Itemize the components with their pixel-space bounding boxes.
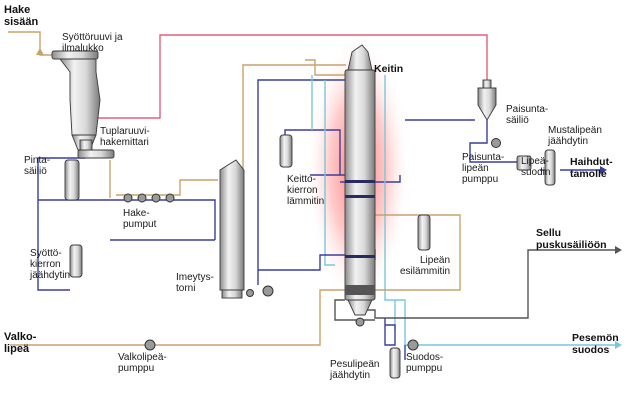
label-lipeasuodin: Lipeä- suodin — [521, 156, 552, 178]
pipe-dark-sellu — [360, 249, 615, 319]
pipe-chip-input — [8, 31, 52, 56]
digester-bottom-pump — [355, 317, 365, 327]
flash-liquor-pump — [491, 138, 501, 148]
label-paisuntalipean: Paisunta- lipeän pumppu — [462, 152, 507, 185]
label-keittokierron: Keitto- kierron lämmitin — [287, 174, 324, 207]
pipe-blue-left2 — [38, 199, 216, 240]
pipe-blue-wash — [384, 318, 396, 346]
label-syottoruuvi: Syöttöruuvi ja ilmalukko — [62, 32, 125, 54]
arrow-sellu — [615, 246, 622, 254]
label-pesemon: Pesemön suodos — [572, 332, 622, 356]
impregnation-tower — [219, 159, 245, 299]
label-imeytystorni: Imeytys- torni — [176, 272, 217, 294]
impregnation-pump — [262, 285, 274, 297]
black-liquor-cooler — [544, 149, 556, 186]
pipe-cyan-1 — [324, 80, 335, 266]
label-tuplaruuvi: Tuplaruuvi- hakemittari — [100, 126, 152, 148]
wash-liquor-cooler — [389, 347, 401, 379]
label-valkolipeapumppu: Valkolipeä- pumppu — [118, 352, 170, 374]
label-lipean-esilammitin: Lipeän esilämmitin — [400, 255, 453, 277]
label-haihdutt: Haihdut- tamolle — [570, 156, 616, 180]
pipe-blue-bottom — [258, 254, 345, 271]
pipe-blue-heater — [284, 129, 350, 176]
label-syottokierron: Syöttö- kierron jäähdytin — [29, 248, 70, 281]
pipe-blue-left — [37, 157, 85, 291]
pipe-tan-upper2 — [305, 59, 348, 76]
label-valkolipea: Valko- lipeä — [4, 331, 39, 355]
label-pesulipean: Pesulipeän jäähdytin — [329, 359, 382, 381]
label-suodospumppu: Suodos- pumppu — [406, 352, 446, 374]
label-paisuntasailio: Paisunta- säiliö — [506, 104, 551, 126]
pipe-red-top — [85, 34, 488, 119]
label-sellu: Sellu puskusäiliöön — [536, 227, 607, 251]
pipe-blue-upper — [257, 79, 350, 285]
feed-cooler — [69, 244, 83, 278]
flash-tank — [477, 79, 497, 121]
arrow-chip-in — [36, 48, 44, 55]
cooking-heater — [279, 134, 293, 168]
arrows — [36, 48, 622, 349]
label-pintasailio: Pinta- säiliö — [24, 155, 53, 177]
label-hakepumput: Hake- pumput — [123, 208, 157, 230]
pipe-cyan-2 — [384, 75, 615, 346]
impregnation-pump-2 — [246, 289, 254, 297]
liquor-filter — [516, 155, 532, 171]
liquor-preheater — [417, 214, 431, 251]
white-liquor-pump — [144, 339, 156, 351]
pipe-dark-sellu2 — [334, 299, 375, 321]
digester — [344, 44, 376, 316]
filtrate-pump — [407, 339, 419, 351]
chip-pumps — [123, 193, 175, 203]
pipe-chip-pumps — [116, 179, 218, 196]
label-keitin: Keitin — [374, 63, 403, 75]
arrow-haihdut — [600, 166, 607, 174]
level-tank — [64, 159, 80, 201]
pipe-tan-esi — [10, 214, 461, 346]
label-hake-sisaan: Hake sisään — [4, 4, 39, 28]
label-mustalipean: Mustalipeän jäähdytin — [547, 125, 605, 147]
double-screw-meter — [77, 139, 115, 159]
arrow-pesemon — [615, 341, 622, 349]
chip-screw-feeder — [51, 50, 101, 151]
